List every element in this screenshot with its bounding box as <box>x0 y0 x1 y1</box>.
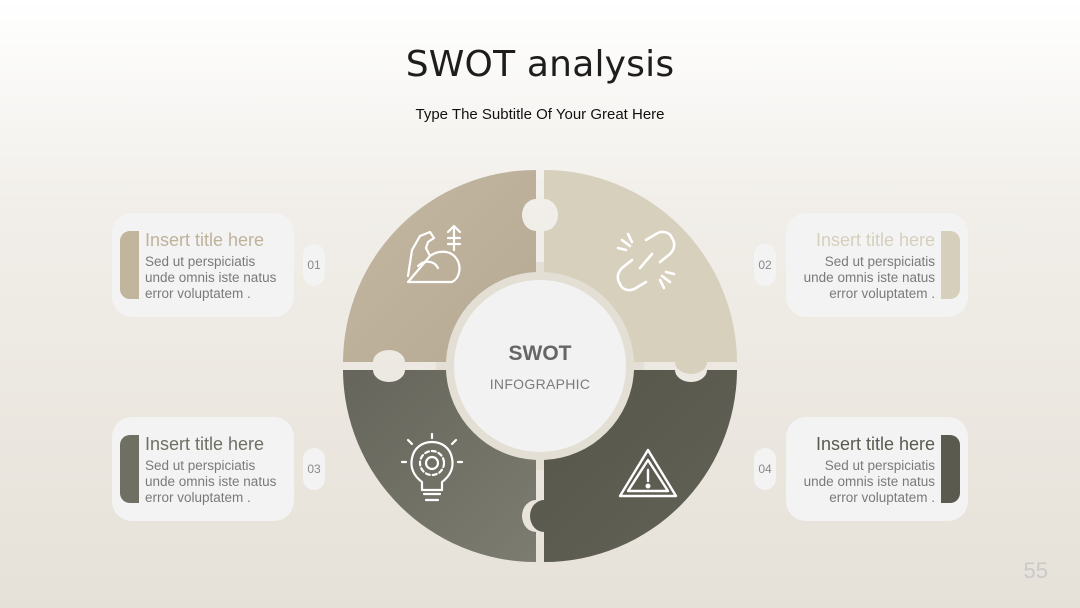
warning-icon <box>618 448 678 498</box>
item-color-bar <box>941 435 960 503</box>
center-circle <box>454 280 626 452</box>
item-number-02: 02 <box>754 244 776 286</box>
puzzle-piece-04[interactable] <box>530 370 737 562</box>
item-title: Insert title here <box>145 230 265 250</box>
page-number: 55 <box>1023 558 1048 583</box>
center-title: SWOT <box>508 342 572 365</box>
puzzle-piece-01[interactable] <box>343 170 536 362</box>
item-title: Insert title here <box>815 434 935 454</box>
item-title: Insert title here <box>145 434 265 454</box>
center-subtitle: INFOGRAPHIC <box>489 376 591 392</box>
item-number-04: 04 <box>754 448 776 490</box>
puzzle-piece-02[interactable] <box>544 170 737 374</box>
item-title: Insert title here <box>815 230 935 250</box>
item-color-bar <box>120 435 139 503</box>
item-color-bar <box>120 231 139 299</box>
item-color-bar <box>941 231 960 299</box>
item-number-01: 01 <box>303 244 325 286</box>
puzzle-piece-03[interactable] <box>343 370 536 562</box>
slide-title: SWOT analysis <box>405 44 675 85</box>
slide-subtitle: Type The Subtitle Of Your Great Here <box>415 106 665 123</box>
strength-icon <box>406 224 462 284</box>
item-number-03: 03 <box>303 448 325 490</box>
broken-link-icon <box>616 230 676 292</box>
lightbulb-gear-icon <box>400 432 464 502</box>
